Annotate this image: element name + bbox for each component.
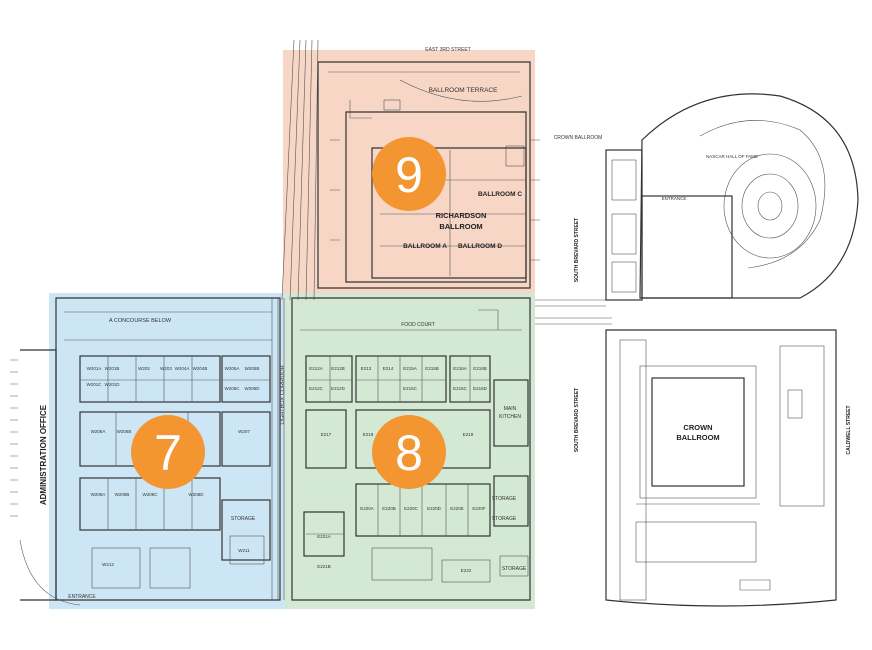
hall-9-plan — [281, 39, 540, 301]
south-brevard-label-1: SOUTH BREVARD STREET — [574, 218, 580, 282]
hall-7-room-labels: W201A W201C W201B W201D W202 W203 W204A … — [86, 366, 260, 567]
room-label: E215B — [425, 366, 439, 371]
storage-label-e2: STORAGE — [492, 516, 517, 522]
richardson-ballroom-label: BALLROOM — [439, 222, 482, 231]
room-label: E220C — [404, 506, 419, 511]
room-label: E218 — [363, 432, 374, 437]
crown-ballroom-top-label: CROWN BALLROOM — [554, 135, 603, 141]
south-brevard-label-2: SOUTH BREVARD STREET — [574, 388, 580, 452]
room-label: W205B — [245, 366, 260, 371]
room-label: E220F — [472, 506, 486, 511]
hall-8-number: 8 — [395, 425, 423, 481]
room-label: W201D — [104, 382, 120, 387]
room-label: W205C — [224, 386, 240, 391]
room-label: E217 — [321, 432, 332, 437]
hall-7-marker-circle — [131, 415, 205, 489]
hall-8-marker-circle — [372, 415, 446, 489]
room-label: W208B — [115, 492, 130, 497]
concourse-below-label: A CONCOURSE BELOW — [109, 318, 172, 324]
hall-8-marker[interactable]: 8 — [372, 415, 446, 489]
room-label: E216C — [453, 386, 468, 391]
room-label: E216D — [473, 386, 488, 391]
hall-8-room-labels: E212A E212B E212C E212D E213 E214 E215A … — [309, 366, 488, 573]
hall-9-marker[interactable]: 9 — [372, 137, 446, 211]
crown-label: CROWN — [683, 423, 712, 432]
room-label: W206A — [91, 429, 106, 434]
room-label: E212C — [309, 386, 324, 391]
hall-9-number: 9 — [395, 147, 423, 203]
room-label: W201C — [86, 382, 102, 387]
room-label: E222 — [461, 568, 472, 573]
admin-office-label: ADMINISTRATION OFFICE — [39, 404, 48, 505]
room-label: W204A — [175, 366, 190, 371]
nascar-hall-label: NASCAR HALL OF FAME — [706, 154, 758, 159]
room-label: W201B — [105, 366, 120, 371]
room-label: E214 — [383, 366, 394, 371]
room-label: E221B — [317, 564, 331, 569]
room-label: E213 — [361, 366, 372, 371]
room-label: E220E — [450, 506, 464, 511]
main-kitchen-label-2: KITCHEN — [499, 414, 521, 420]
room-label: E212A — [309, 366, 323, 371]
room-label: E220B — [382, 506, 396, 511]
hall-7-marker[interactable]: 7 — [131, 415, 205, 489]
room-label: W205A — [225, 366, 240, 371]
main-kitchen-label-1: MAIN — [504, 406, 517, 412]
crown-ballroom-plan — [535, 93, 859, 607]
lightbox-corridor-label: LIGHTBOX CORRIDOR — [280, 365, 286, 424]
room-label: W203 — [160, 366, 172, 371]
room-label: W202 — [138, 366, 150, 371]
entrance-e-label: ENTRANCE — [662, 196, 687, 201]
room-label: W204B — [193, 366, 208, 371]
entrance-w-label: ENTRANCE — [68, 594, 96, 600]
ballroom-d-label: BALLROOM D — [458, 243, 502, 250]
room-label: W205D — [244, 386, 260, 391]
room-label: W211 — [238, 548, 250, 553]
room-label: W208D — [188, 492, 204, 497]
room-label: E212D — [331, 386, 346, 391]
room-label: E220D — [427, 506, 442, 511]
room-label: W212 — [102, 562, 114, 567]
room-label: E212B — [331, 366, 345, 371]
caldwell-street-label: CALDWELL STREET — [846, 405, 852, 454]
storage-label-e3: STORAGE — [502, 566, 527, 572]
room-label: W208C — [142, 492, 158, 497]
hall-9-marker-circle — [372, 137, 446, 211]
room-label: E216A — [453, 366, 467, 371]
hall-7-number: 7 — [154, 425, 182, 481]
storage-label-e1: STORAGE — [492, 496, 517, 502]
room-label: E215C — [403, 386, 418, 391]
richardson-label: RICHARDSON — [436, 211, 487, 220]
room-label: W201A — [87, 366, 102, 371]
room-label: E221A — [317, 534, 331, 539]
room-label: E216B — [473, 366, 487, 371]
food-court-label: FOOD COURT — [401, 322, 435, 328]
room-label: E220A — [360, 506, 374, 511]
room-label: E215A — [403, 366, 417, 371]
ballroom-c-label: BALLROOM C — [478, 191, 522, 198]
room-label: W207 — [238, 429, 250, 434]
room-label: W208A — [91, 492, 106, 497]
room-label: W206B — [117, 429, 132, 434]
crown-ballroom-label: BALLROOM — [676, 433, 719, 442]
east-street-label: EAST 3RD STREET — [425, 47, 470, 53]
ballroom-a-label: BALLROOM A — [403, 243, 447, 250]
room-label: E219 — [463, 432, 474, 437]
storage-label-w: STORAGE — [231, 516, 256, 522]
ballroom-terrace-label: BALLROOM TERRACE — [429, 87, 499, 94]
